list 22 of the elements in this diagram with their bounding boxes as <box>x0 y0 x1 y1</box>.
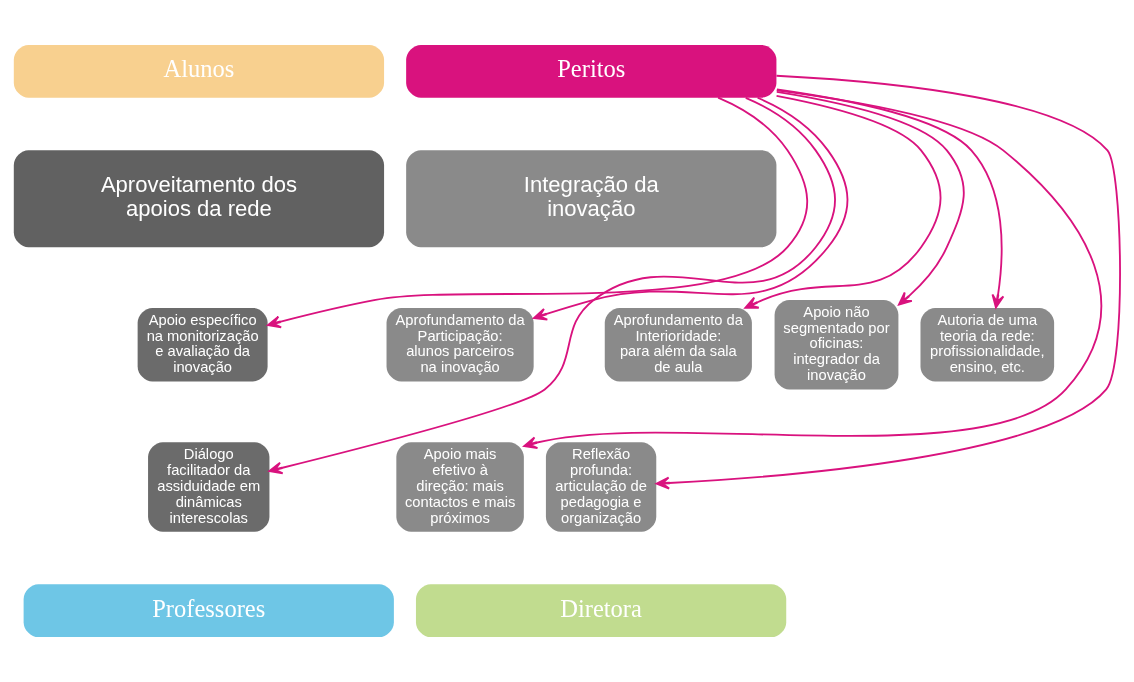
node-box: Alunos <box>13 44 385 98</box>
node-box: Aprofundamento da Participação: alunos parceiros na inovação <box>386 307 534 382</box>
node-box: Integração da inovação <box>406 150 777 248</box>
node-box: Apoio específico na monitorização e avaliação da inovação <box>137 307 268 382</box>
node-box: Apoio não segmentado por oficinas: integrador da inovação <box>774 299 899 390</box>
node-box: Autoria de uma teoria da rede: profissionalidade, ensino, etc. <box>920 307 1055 382</box>
node-box: Diretora <box>415 584 787 638</box>
node-box: Diálogo facilitador da assiduidade em dinâmicas interescolas <box>148 442 270 532</box>
arrow <box>655 74 1121 490</box>
node-box: Peritos <box>406 44 777 98</box>
arrow <box>776 88 1005 309</box>
node-box: Reflexão profunda: articulação de pedagogia e organização <box>545 442 657 532</box>
arrow <box>266 96 809 329</box>
arrow <box>268 96 836 475</box>
node-box: Professores <box>23 584 394 638</box>
arrow <box>775 90 965 306</box>
arrow <box>533 96 849 321</box>
node-box: Aprofundamento da Interioridade: para além da sala de aula <box>604 307 752 382</box>
arrow <box>523 89 1103 449</box>
node-box: Apoio mais efetivo à direção: mais contactos e mais próximos <box>396 442 524 532</box>
node-box: Aproveitamento dos apoios da rede <box>13 150 385 248</box>
arrow <box>744 94 942 309</box>
